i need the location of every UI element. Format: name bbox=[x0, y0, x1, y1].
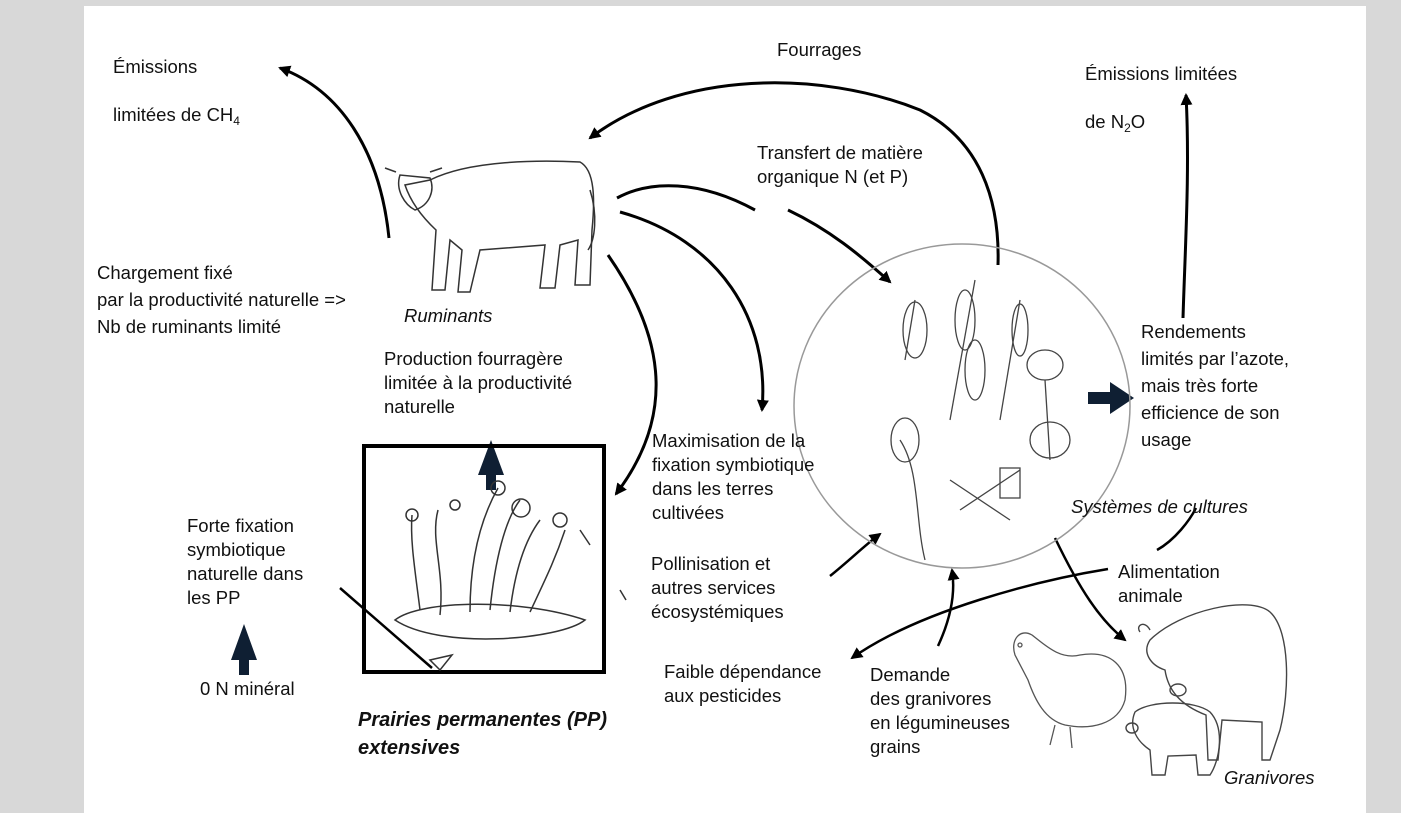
label-forte-fixation: Forte fixation symbiotique naturelle dan… bbox=[187, 514, 303, 610]
arrow-pollinisation bbox=[830, 534, 880, 576]
label-fourrages: Fourrages bbox=[777, 38, 861, 62]
arrow-demande bbox=[938, 570, 953, 646]
label-granivores: Granivores bbox=[1224, 766, 1314, 790]
arrow-cow-to-fixation bbox=[620, 212, 763, 410]
label-transfert: Transfert de matière organique N (et P) bbox=[757, 141, 923, 189]
label-prairies: Prairies permanentes (PP) extensives bbox=[358, 706, 607, 762]
arrow-to-ch4 bbox=[280, 68, 389, 238]
crops-circle bbox=[794, 244, 1130, 568]
label-pollinisation: Pollinisation et autres services écosyst… bbox=[651, 552, 784, 624]
pig-illustration bbox=[1126, 605, 1287, 775]
prairie-box bbox=[364, 446, 604, 672]
grass-illustration bbox=[395, 481, 626, 670]
arrow-transfert bbox=[788, 210, 890, 282]
label-rendements: Rendements limités par l’azote, mais trè… bbox=[1141, 318, 1289, 453]
crop-plants-illustration bbox=[891, 280, 1070, 560]
label-ruminants: Ruminants bbox=[404, 304, 492, 328]
label-faible: Faible dépendance aux pesticides bbox=[664, 660, 821, 708]
label-emissions-ch4: Émissions limitées de CH4 bbox=[113, 31, 240, 133]
cow-illustration bbox=[385, 161, 595, 292]
label-production: Production fourragère limitée à la produ… bbox=[384, 347, 572, 419]
arrow-cow-to-prairie bbox=[608, 255, 656, 494]
label-maximisation: Maximisation de la fixation symbiotique … bbox=[652, 429, 814, 525]
arrow-cow-to-crops-1 bbox=[617, 186, 755, 210]
label-emissions-n2o: Émissions limitées de N2O bbox=[1085, 38, 1237, 140]
label-chargement: Chargement fixé par la productivité natu… bbox=[97, 259, 346, 340]
hen-illustration bbox=[1014, 633, 1126, 748]
label-alimentation: Alimentation animale bbox=[1118, 560, 1220, 608]
block-arrow-up-zero-n bbox=[231, 624, 257, 675]
label-zero-n: 0 N minéral bbox=[200, 677, 295, 701]
block-arrow-right-rendements bbox=[1088, 382, 1134, 414]
label-systemes: Systèmes de cultures bbox=[1071, 495, 1248, 519]
label-demande: Demande des granivores en légumineuses g… bbox=[870, 663, 1010, 759]
arrow-alimentation bbox=[1055, 538, 1125, 640]
arrow-pesticides bbox=[852, 569, 1108, 658]
